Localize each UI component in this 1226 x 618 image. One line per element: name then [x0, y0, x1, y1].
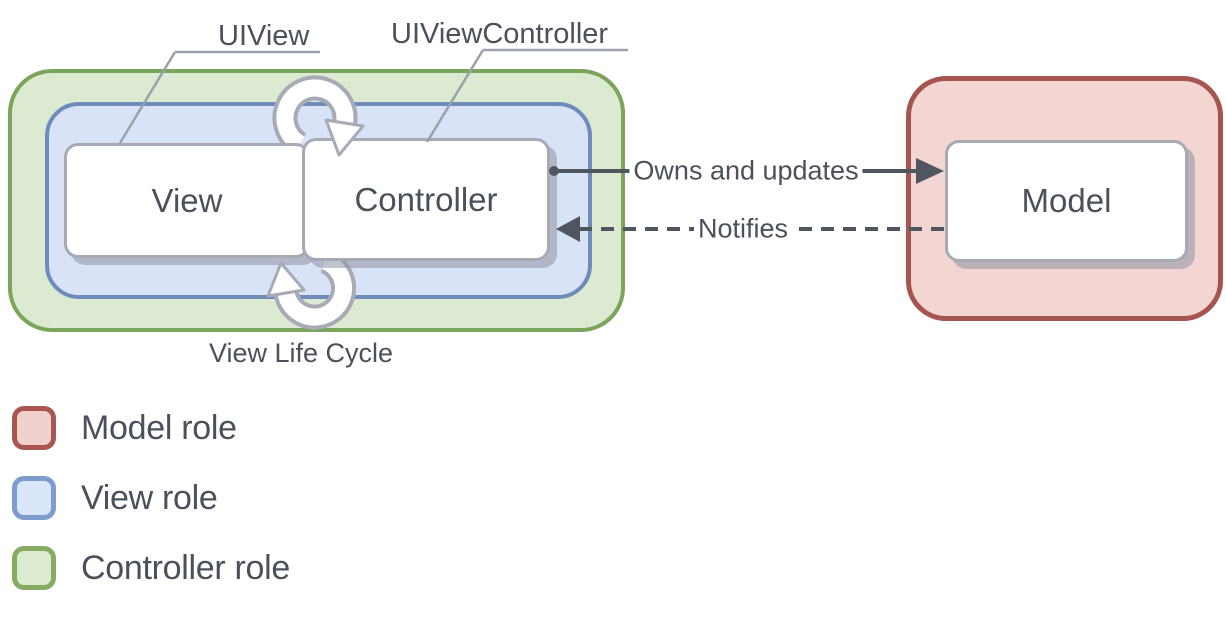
controller-box: Controller — [302, 138, 550, 261]
legend: Model role View role Controller role — [12, 406, 290, 616]
model-role-swatch-icon — [12, 406, 56, 450]
legend-label-controller: Controller role — [81, 548, 291, 587]
legend-row-model: Model role — [12, 406, 290, 450]
controller-role-swatch-icon — [12, 546, 56, 590]
uiview-label: UIView — [218, 20, 310, 52]
legend-label-view: View role — [81, 478, 218, 517]
view-box-label: View — [151, 181, 223, 219]
legend-label-model: Model role — [81, 408, 237, 447]
uiviewcontroller-label: UIViewController — [391, 18, 609, 50]
legend-row-view: View role — [12, 476, 290, 520]
model-box: Model — [945, 140, 1188, 262]
view-role-swatch-icon — [12, 476, 56, 520]
view-life-cycle-label: View Life Cycle — [208, 338, 394, 368]
controller-box-label: Controller — [354, 180, 498, 218]
model-box-label: Model — [1021, 182, 1112, 219]
owns-and-updates-label: Owns and updates — [629, 155, 863, 187]
legend-row-controller: Controller role — [12, 546, 290, 590]
notifies-label: Notifies — [693, 213, 793, 245]
view-box: View — [64, 143, 310, 258]
